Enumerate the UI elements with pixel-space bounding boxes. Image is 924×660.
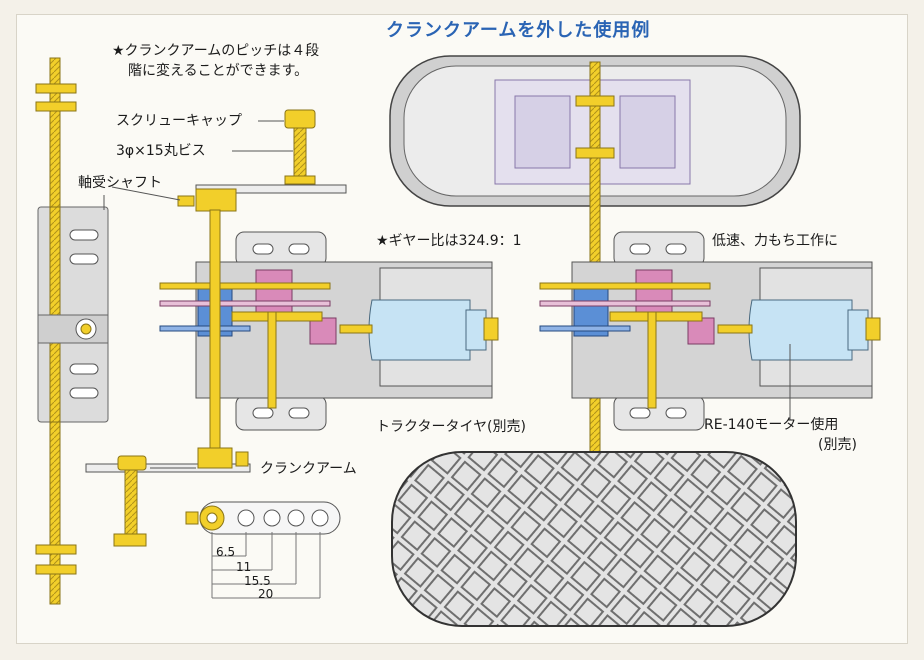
dimension-label: 20 — [258, 587, 274, 601]
wheel-cross-section — [389, 55, 801, 455]
motor-label-line2: (別売) — [818, 437, 857, 453]
bearing-shaft-assembly — [35, 57, 109, 605]
dimension-label: 6.5 — [216, 545, 236, 559]
gear-ratio-note: ★ギヤー比は324.9：1 — [376, 233, 522, 249]
tractor-tire-label: トラクタータイヤ(別売) — [376, 419, 526, 435]
dimension-label: 11 — [236, 560, 252, 574]
diagram-title: クランクアームを外した使用例 — [386, 20, 651, 41]
pitch-note-line1: ★クランクアームのピッチは４段 — [112, 43, 320, 59]
screw-label: 3φ×15丸ビス — [116, 143, 206, 159]
low-speed-note: 低速、力もち工作に — [712, 233, 838, 249]
dimension-label: 15.5 — [244, 574, 271, 588]
bearing-shaft-label: 軸受シャフト — [78, 175, 162, 191]
screw-cap-and-screw — [177, 109, 347, 212]
crank-arm-detail — [185, 501, 341, 599]
tractor-tire — [391, 451, 797, 627]
right-gearbox — [539, 231, 881, 431]
leader-lines — [103, 120, 293, 469]
pitch-note-line2: 階に変えることができます。 — [128, 63, 309, 79]
left-gearbox — [85, 209, 499, 473]
screw-cap-label: スクリューキャップ — [116, 113, 242, 129]
bottom-screw — [113, 455, 147, 547]
motor-label-line1: RE-140モーター使用 — [704, 417, 839, 433]
crank-arm-label: クランクアーム — [260, 461, 357, 477]
